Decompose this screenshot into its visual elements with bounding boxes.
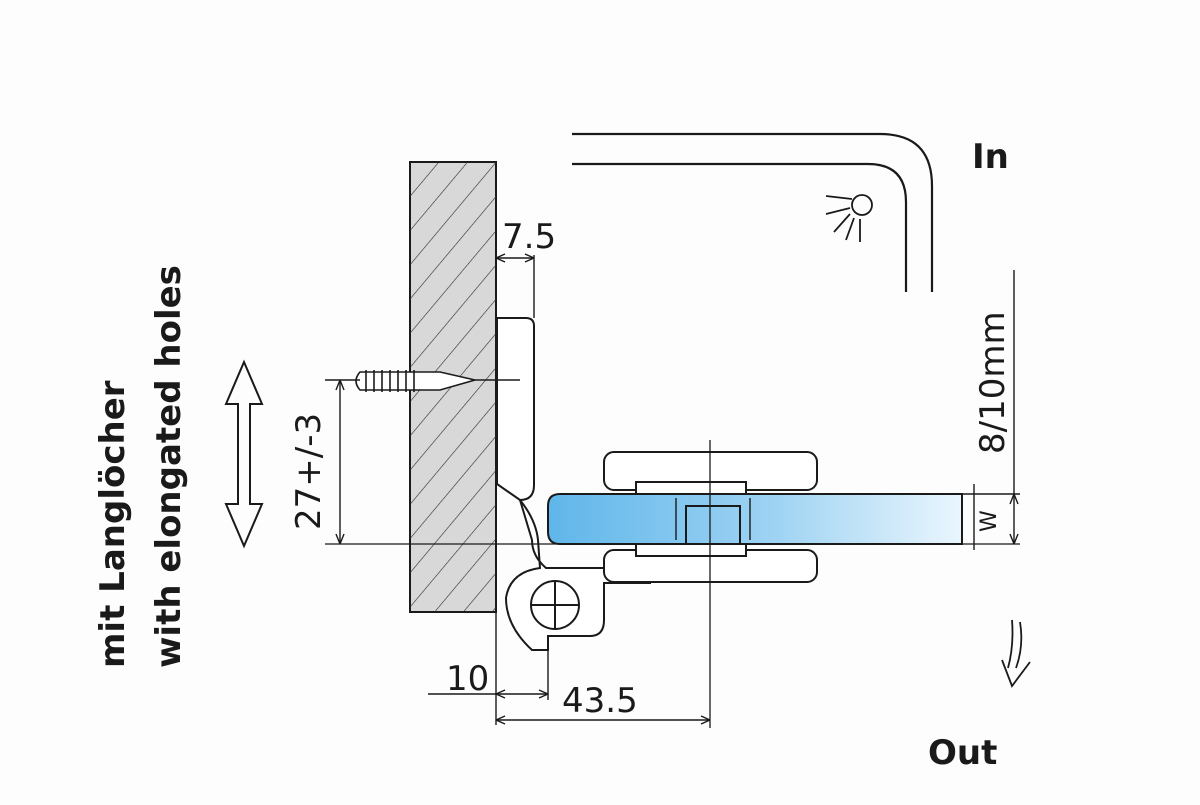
- dim-width-label: 43.5: [562, 681, 638, 721]
- hinge-wall-plate: [496, 255, 535, 502]
- dim-offset-top-label: 7.5: [502, 217, 556, 257]
- out-label: Out: [928, 733, 997, 773]
- wall-anchor-screw: [355, 370, 520, 392]
- adjust-double-arrow-icon: [224, 359, 264, 549]
- glass-panel: [547, 493, 963, 545]
- side-label-line1: mit Langlöcher: [93, 380, 133, 668]
- hinge-pivot-arm: [504, 499, 651, 651]
- dim-offset-bottom-label: 10: [446, 659, 489, 699]
- door-outline: [572, 132, 934, 292]
- wall: [409, 161, 497, 613]
- opening-direction-arrow-icon: [1001, 619, 1031, 688]
- dimension-adjust-range: [325, 379, 360, 545]
- glass-mark-label: W: [977, 510, 1002, 532]
- dimension-glass-thickness: [962, 270, 1020, 550]
- dimension-offset-bottom: [428, 612, 549, 725]
- side-label-line2: with elongated holes: [149, 265, 189, 668]
- sun-icon: [825, 194, 873, 242]
- in-label: In: [972, 137, 1009, 177]
- center-lines: [325, 440, 1020, 728]
- dimension-offset-top: [495, 253, 535, 263]
- glass-thickness-label: 8/10mm: [973, 311, 1013, 454]
- dim-adjust-range-label: 27+/-3: [289, 413, 329, 530]
- glass-clamp: [603, 451, 818, 583]
- dimension-width: [495, 715, 711, 725]
